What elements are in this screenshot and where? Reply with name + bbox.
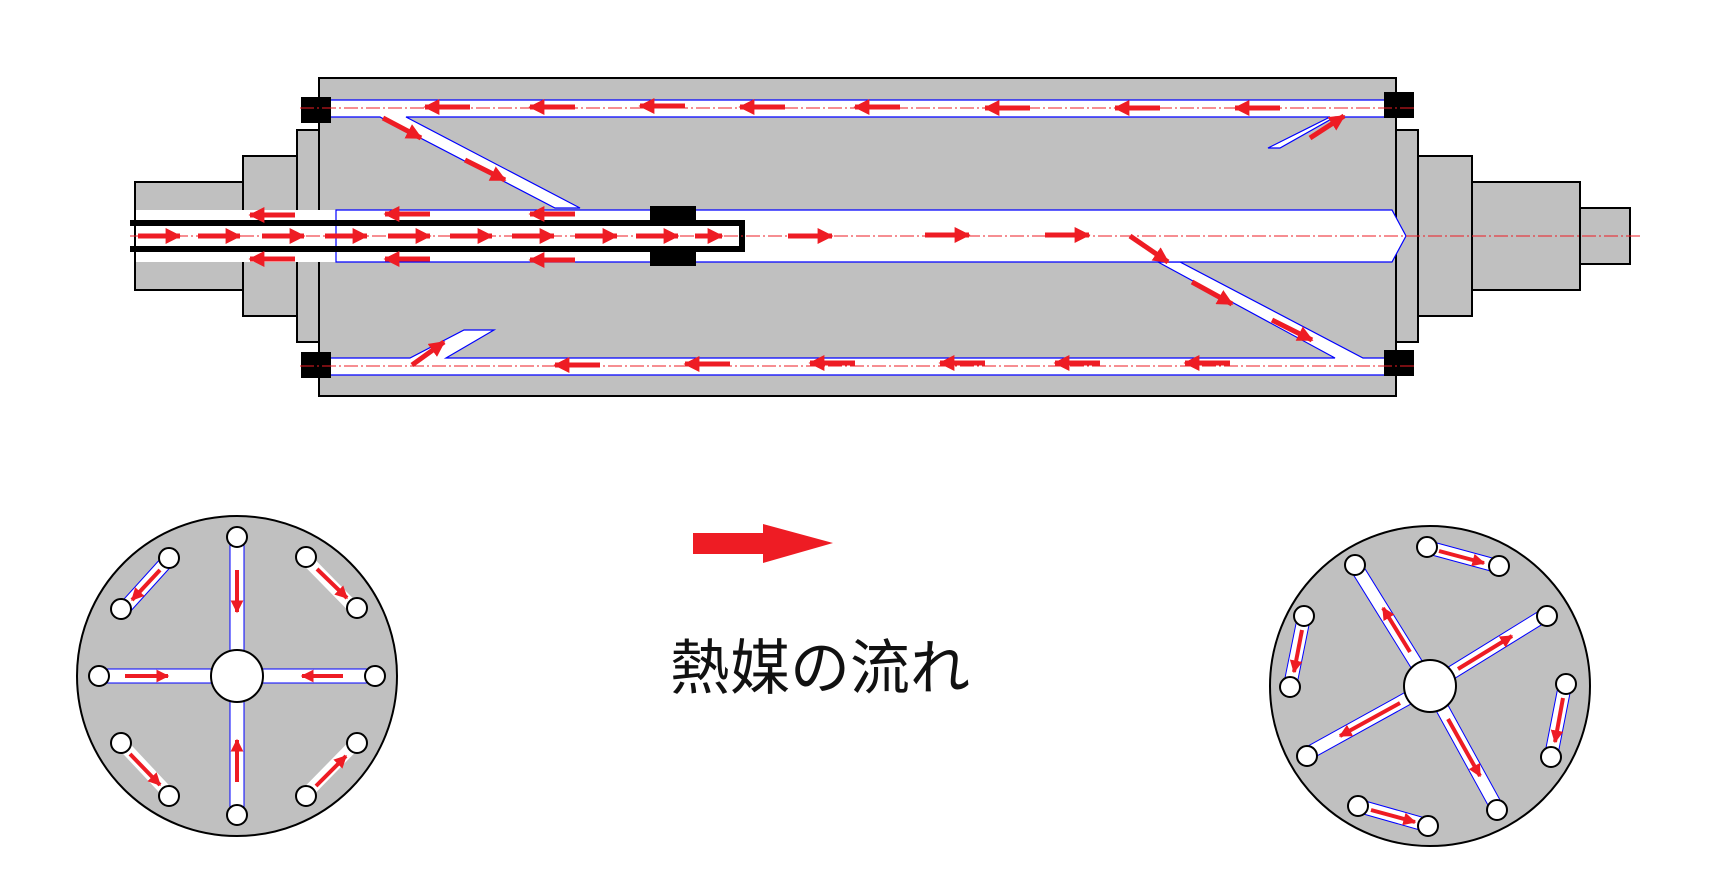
left-flow-arrow [314,754,348,788]
left-hole [158,785,180,807]
right-hole [1347,795,1369,817]
flow-arrow [1190,279,1234,307]
right-hole [1555,673,1577,695]
right-end-view [1269,525,1591,847]
right-flow-arrow [1338,701,1401,738]
seal-top-left [301,97,331,123]
feed-tube-collar-top [650,206,696,220]
left-flow-arrow [315,567,349,600]
seal-bottom-right [1384,350,1414,376]
left-hole [226,526,248,548]
left-hole [346,732,368,754]
left-hole [295,546,317,568]
left-hole [110,732,132,754]
right-hole [1344,554,1366,576]
left-hole [110,598,132,620]
left-hole [346,597,368,619]
feed-tube-collar-bottom [650,252,696,266]
left-flow-arrow [130,568,162,602]
right-hole [1416,536,1438,558]
flow-arrow [1308,113,1346,141]
right-hub-bore [1403,659,1457,713]
left-end-view [76,515,398,837]
right-hole [1279,676,1301,698]
flow-arrow [381,115,423,141]
left-hole [364,665,386,687]
right-flow-arrow [1446,718,1482,778]
flow-arrow [1270,317,1314,343]
legend-label: 熱媒の流れ [670,634,970,704]
right-hole [1488,555,1510,577]
left-hole [226,804,248,826]
right-hole [1540,746,1562,768]
left-hole [88,665,110,687]
feed-tube-lower-wall [130,246,742,252]
flow-arrow [1128,233,1170,265]
right-flow-arrow [1438,549,1486,567]
flow-arrow [410,339,446,368]
flow-arrow [463,157,507,183]
seal-bottom-left [301,352,331,378]
feed-tube-upper-wall [130,220,742,226]
right-hole [1536,605,1558,627]
red-right-arrow-icon [693,524,833,563]
seal-top-right [1384,92,1414,118]
right-hole [1296,745,1318,767]
right-flow-arrow [1381,606,1412,654]
left-hole [295,785,317,807]
left-flow-arrow [128,752,162,787]
left-hole [158,547,180,569]
right-flow-arrow [1550,697,1565,744]
right-hole [1417,815,1439,837]
roll-cross-section [130,77,1640,397]
left-hub-bore [210,649,264,703]
right-flow-arrow [1456,634,1514,671]
flow-arrows [138,97,1346,374]
central-bore-channel [335,209,1407,263]
legend-arrow [693,524,833,563]
right-hole [1293,605,1315,627]
right-flow-arrow [1289,629,1304,674]
right-flow-arrow [1370,808,1417,826]
right-hole [1486,799,1508,821]
